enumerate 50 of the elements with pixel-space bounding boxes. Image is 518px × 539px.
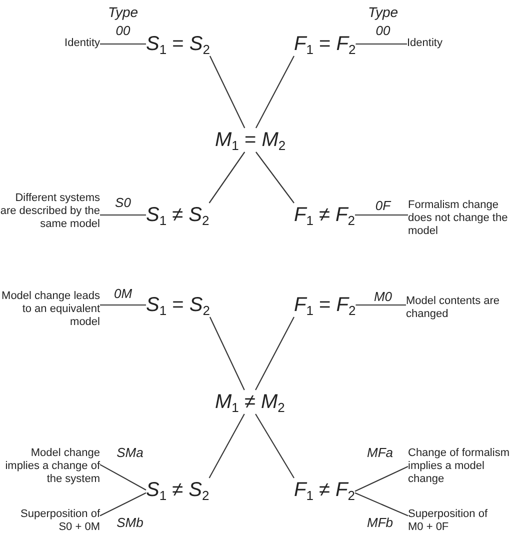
connector-line: [208, 414, 245, 478]
equation: M$_{1}$ = M$_{2}$: [215, 128, 286, 152]
description-text: Model change leads to an equivalent model: [0, 290, 100, 329]
connector-line: [209, 56, 246, 128]
description-text: Formalism change does not change the model: [408, 199, 516, 238]
connector-line: [255, 56, 294, 128]
edge-label: S0: [114, 196, 132, 210]
equation: M$_{1}$ ≠ M$_{2}$: [215, 390, 285, 414]
edge-label: M0: [372, 290, 394, 304]
equation: S$_{1}$ = S$_{2}$: [146, 293, 210, 317]
description-text: Superposition of S0 + 0M: [15, 508, 100, 534]
connector-line: [255, 316, 294, 390]
equation: S$_{1}$ ≠ S$_{2}$: [146, 478, 210, 502]
edge-label: 00: [114, 24, 132, 38]
column-heading: Type: [108, 4, 138, 20]
equation: F$_{1}$ = F$_{2}$: [294, 32, 356, 56]
connector-line: [354, 466, 408, 492]
connector-line: [100, 214, 146, 216]
column-heading: Type: [368, 4, 398, 20]
description-text: Change of formalism implies a model change: [408, 447, 513, 486]
equation: S$_{1}$ = S$_{2}$: [146, 32, 210, 56]
equation: S$_{1}$ ≠ S$_{2}$: [146, 203, 210, 227]
description-text: Model change implies a change of the system: [0, 447, 100, 486]
description-text: Identity: [407, 37, 457, 50]
description-text: Model contents are changed: [406, 295, 518, 321]
connector-line: [100, 492, 146, 516]
edge-label: SMa: [116, 446, 144, 460]
connector-line: [100, 304, 146, 306]
edge-label: MFa: [366, 446, 394, 460]
edge-label: MFb: [366, 516, 394, 530]
equation: F$_{1}$ ≠ F$_{2}$: [294, 203, 355, 227]
connector-line: [208, 152, 246, 204]
description-text: Different systems are described by the same model: [0, 192, 100, 231]
edge-label: SMb: [116, 516, 144, 530]
connector-line: [356, 43, 407, 45]
equation: F$_{1}$ = F$_{2}$: [294, 293, 356, 317]
description-text: Identity: [58, 37, 100, 50]
connector-line: [100, 464, 146, 490]
connector-line: [356, 304, 406, 306]
connector-line: [255, 414, 294, 478]
connector-line: [100, 43, 146, 45]
edge-label: 00: [374, 24, 392, 38]
edge-label: 0F: [374, 199, 392, 213]
description-text: Superposition of M0 + 0F: [408, 508, 498, 534]
connector-line: [354, 492, 408, 516]
edge-label: 0M: [112, 287, 134, 301]
connector-line: [209, 316, 245, 390]
connector-line: [355, 214, 408, 216]
connector-line: [256, 152, 294, 204]
equation: F$_{1}$ ≠ F$_{2}$: [294, 478, 355, 502]
